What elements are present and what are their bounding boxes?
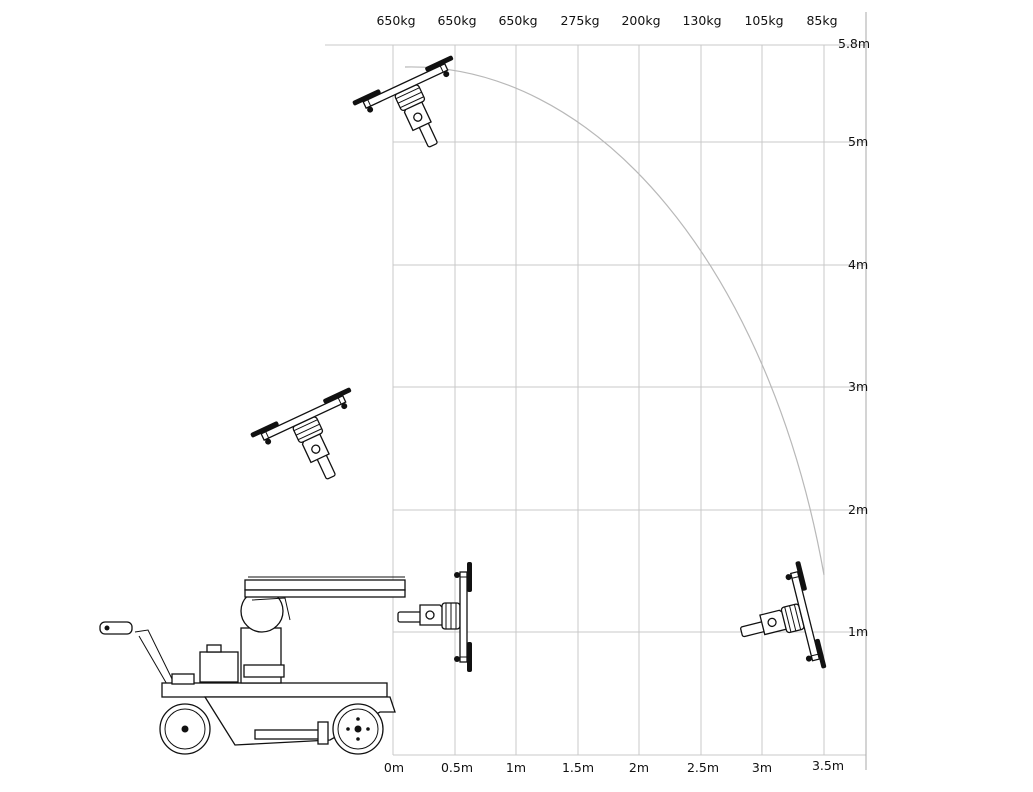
boom-upper	[244, 579, 406, 591]
control-grip	[99, 621, 133, 635]
front-wheel-hub	[354, 725, 362, 733]
vacuum-head-0m-1m	[397, 561, 473, 673]
boom-lower	[244, 589, 406, 598]
load-label: 130kg	[682, 13, 721, 28]
front-wheel-bolt	[356, 717, 360, 721]
boom-strut	[251, 597, 291, 621]
load-label: 200kg	[621, 13, 660, 28]
x-tick-label: 1.5m	[562, 760, 594, 775]
y-tick-label: 3m	[848, 379, 868, 394]
x-tick-label: 2m	[629, 760, 649, 775]
battery-box	[199, 651, 239, 683]
y-tick-label: 5.8m	[838, 36, 870, 51]
load-label: 85kg	[806, 13, 837, 28]
x-tick-label: 3m	[752, 760, 772, 775]
load-label: 650kg	[437, 13, 476, 28]
x-tick-label: 3.5m	[812, 758, 844, 773]
tiller-handle-inner	[138, 635, 169, 687]
x-tick-label: 1m	[506, 760, 526, 775]
glazing-robot-machine	[99, 576, 406, 755]
x-axis-labels: 0m 0.5m 1m 1.5m 2m 2.5m 3m 3.5m	[384, 758, 844, 775]
vacuum-head-mid	[249, 386, 382, 502]
chassis-block	[171, 673, 195, 685]
stabiliser-leg	[254, 729, 321, 740]
rear-wheel-hub	[181, 725, 189, 733]
load-label: 275kg	[560, 13, 599, 28]
load-labels: 650kg 650kg 650kg 275kg 200kg 130kg 105k…	[376, 13, 837, 28]
x-tick-label: 0m	[384, 760, 404, 775]
column-base	[243, 664, 285, 678]
battery-cap	[206, 644, 222, 653]
x-tick-label: 2.5m	[687, 760, 719, 775]
control-button	[104, 625, 110, 631]
stabiliser-foot	[317, 721, 329, 745]
load-label: 650kg	[376, 13, 415, 28]
y-tick-label: 2m	[848, 502, 868, 517]
reach-arc	[404, 66, 825, 576]
rear-wheel-rim	[164, 708, 206, 750]
y-tick-label: 1m	[848, 624, 868, 639]
y-axis-labels: 5.8m 5m 4m 3m 2m 1m	[838, 36, 870, 639]
front-wheel-rim	[337, 708, 379, 750]
vacuum-head-35m-1m	[727, 560, 828, 687]
load-label: 650kg	[498, 13, 537, 28]
tiller-handle	[134, 629, 176, 686]
y-tick-label: 4m	[848, 257, 868, 272]
front-wheel-bolt	[366, 727, 370, 731]
front-wheel-bolt	[356, 737, 360, 741]
y-tick-label: 5m	[848, 134, 868, 149]
load-label: 105kg	[744, 13, 783, 28]
x-tick-label: 0.5m	[441, 760, 473, 775]
grid	[325, 44, 866, 756]
front-wheel-bolt	[346, 727, 350, 731]
chassis-top	[161, 682, 388, 698]
